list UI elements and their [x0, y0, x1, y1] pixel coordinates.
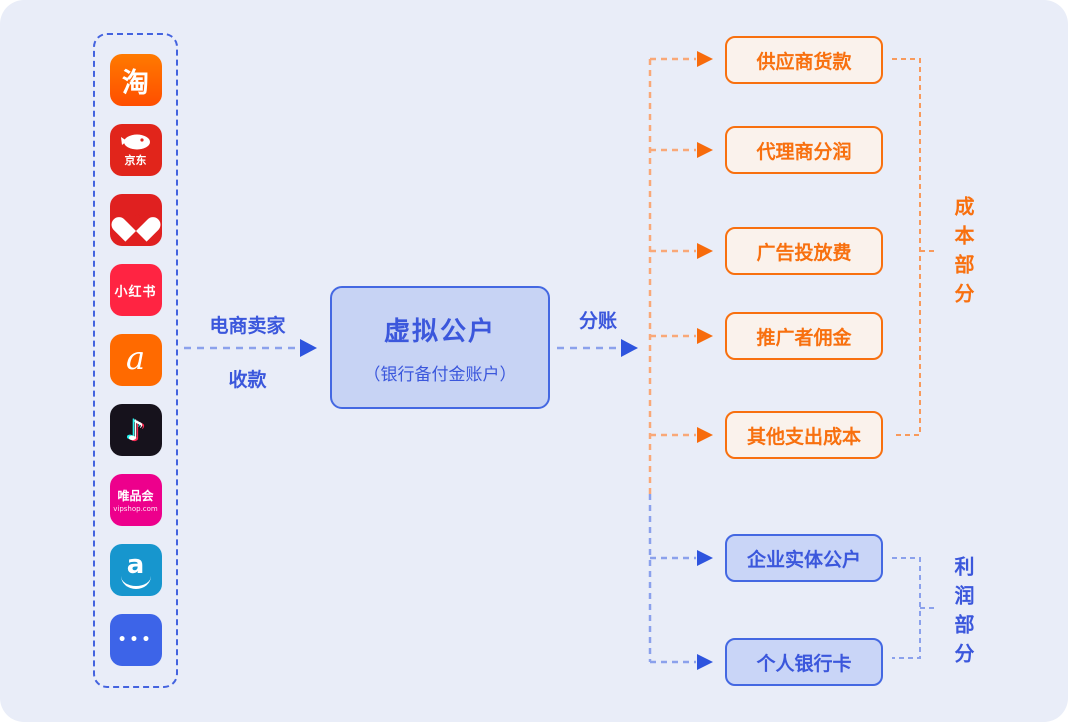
profit-node-personal-bank-card: 个人银行卡 [725, 638, 883, 686]
amazon-smile-glyph [120, 576, 151, 589]
more-icon: ••• [109, 614, 162, 666]
profit-node-corporate-account: 企业实体公户 [725, 534, 883, 582]
hub-subtitle: （银行备付金账户） [363, 364, 517, 385]
cost-node-ad-spend: 广告投放费 [725, 227, 883, 275]
cost-node-supplier-payment: 供应商货款 [725, 36, 883, 84]
cost-node-promoter-commission: 推广者佣金 [725, 312, 883, 360]
douyin-note-glyph: ♪ [126, 413, 145, 447]
inflow-label-line1: 电商卖家 [209, 315, 286, 337]
cost-group-bracket [892, 58, 937, 436]
pinduoduo-heart-glyph: 拼 [121, 207, 151, 234]
split-arrow [557, 339, 638, 357]
inflow-label-line2: 收款 [228, 369, 267, 391]
pinduoduo-icon: 拼 [109, 194, 162, 246]
vipshop-sublabel: vipshop.com [113, 505, 158, 513]
profit-branch-arrows [650, 556, 696, 664]
platform-list: 淘 京东 拼 小红书 a ♪ 唯品会 vipshop.com [93, 33, 178, 688]
xiaohongshu-label: 小红书 [114, 284, 157, 300]
hub-title: 虚拟公户 [383, 316, 496, 347]
virtual-account-hub: 虚拟公户 （银行备付金账户） [330, 286, 550, 409]
profit-group-bracket [892, 557, 937, 659]
cost-branch-heads [697, 51, 713, 443]
pinduoduo-label: 拼 [130, 212, 141, 226]
inflow-arrow [184, 339, 317, 357]
taobao-icon: 淘 [109, 54, 162, 106]
amazon-icon: a [109, 544, 162, 596]
xiaohongshu-icon: 小红书 [109, 264, 162, 316]
amazon-glyph: a [126, 549, 145, 580]
alibaba-icon: a [109, 334, 162, 386]
taobao-glyph: 淘 [122, 67, 149, 99]
vipshop-label: 唯品会 [117, 489, 154, 503]
split-label: 分账 [578, 310, 617, 332]
cost-node-agent-share: 代理商分润 [725, 126, 883, 174]
cost-node-other-expenses: 其他支出成本 [725, 411, 883, 459]
jd-dog-glyph [120, 134, 150, 149]
jd-icon: 京东 [109, 124, 162, 176]
profit-branch-heads [697, 550, 713, 670]
alibaba-glyph: a [125, 339, 146, 377]
douyin-icon: ♪ [109, 404, 162, 456]
jd-label: 京东 [124, 153, 147, 167]
cost-group-label: 成本部分 [951, 196, 975, 312]
cost-branch-arrows [650, 57, 696, 437]
more-glyph: ••• [117, 632, 154, 648]
profit-group-label: 利润部分 [951, 556, 975, 672]
vipshop-icon: 唯品会 vipshop.com [109, 474, 162, 526]
